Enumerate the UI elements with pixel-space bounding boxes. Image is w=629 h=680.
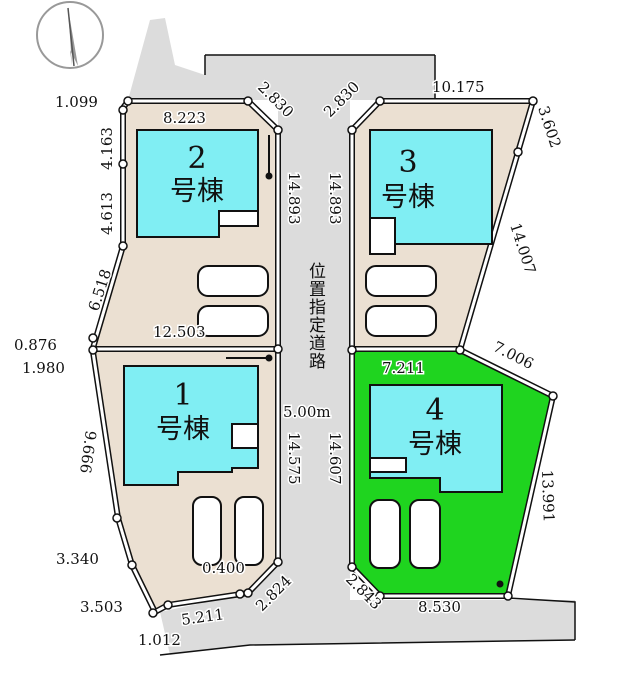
dim-1099: 1.099 — [55, 93, 98, 111]
dim-12503: 12.503 — [153, 323, 206, 341]
lot-name: 号棟 — [381, 182, 435, 213]
dim-14575: 14.575 — [285, 432, 303, 485]
lot-number: 2 — [187, 141, 206, 176]
car-icon — [409, 499, 441, 569]
car-icon — [365, 265, 437, 297]
dim-0400: 0.400 — [202, 559, 245, 577]
dim-4613: 4.613 — [98, 192, 116, 235]
boundary-lines — [90, 98, 557, 617]
road-area — [128, 18, 575, 655]
dim-8530: 8.530 — [418, 598, 461, 616]
car-icon — [197, 305, 269, 337]
dim-8223: 8.223 — [163, 109, 206, 127]
dim-14893: 14.893 — [326, 172, 344, 225]
dim-7211: 7.211 — [382, 359, 425, 377]
car-icon — [365, 305, 437, 337]
dim-9666: 9.666 — [76, 429, 100, 474]
car-icon — [197, 265, 269, 297]
dim-1012: 1.012 — [138, 631, 181, 649]
road-name: 位置指定道路 — [305, 262, 325, 370]
dim-14007: 14.007 — [506, 221, 539, 276]
dim-14893: 14.893 — [285, 172, 303, 225]
lot-number: 4 — [425, 393, 444, 428]
lot-number: 3 — [398, 145, 417, 180]
road-width: 5.00m — [283, 403, 331, 421]
dim-3340: 3.340 — [56, 550, 99, 568]
lot-name: 号棟 — [156, 414, 210, 445]
lot-number: 1 — [173, 378, 192, 413]
car-icon — [369, 499, 401, 569]
dim-4163: 4.163 — [98, 127, 116, 170]
lot-name: 号棟 — [170, 176, 224, 207]
house-4: 4 号棟 — [369, 384, 503, 493]
car-icons — [192, 265, 441, 569]
dim-10175: 10.175 — [432, 78, 485, 96]
car-icon — [234, 496, 264, 566]
dim-3602: 3.602 — [534, 104, 564, 150]
dim-14607: 14.607 — [326, 432, 344, 485]
north-arrow-icon — [36, 1, 104, 69]
dim-1980: 1.980 — [22, 359, 65, 377]
house-2: 2 号棟 — [136, 129, 259, 238]
dim-0876: 0.876 — [14, 336, 57, 354]
dim-3503: 3.503 — [80, 598, 123, 616]
house-3: 3 号棟 — [369, 129, 493, 255]
house-1: 1 号棟 — [123, 365, 259, 486]
car-icon — [192, 496, 222, 566]
boundary-points — [88, 96, 558, 618]
lot-name: 号棟 — [408, 429, 462, 460]
dim-13991: 13.991 — [538, 470, 558, 523]
